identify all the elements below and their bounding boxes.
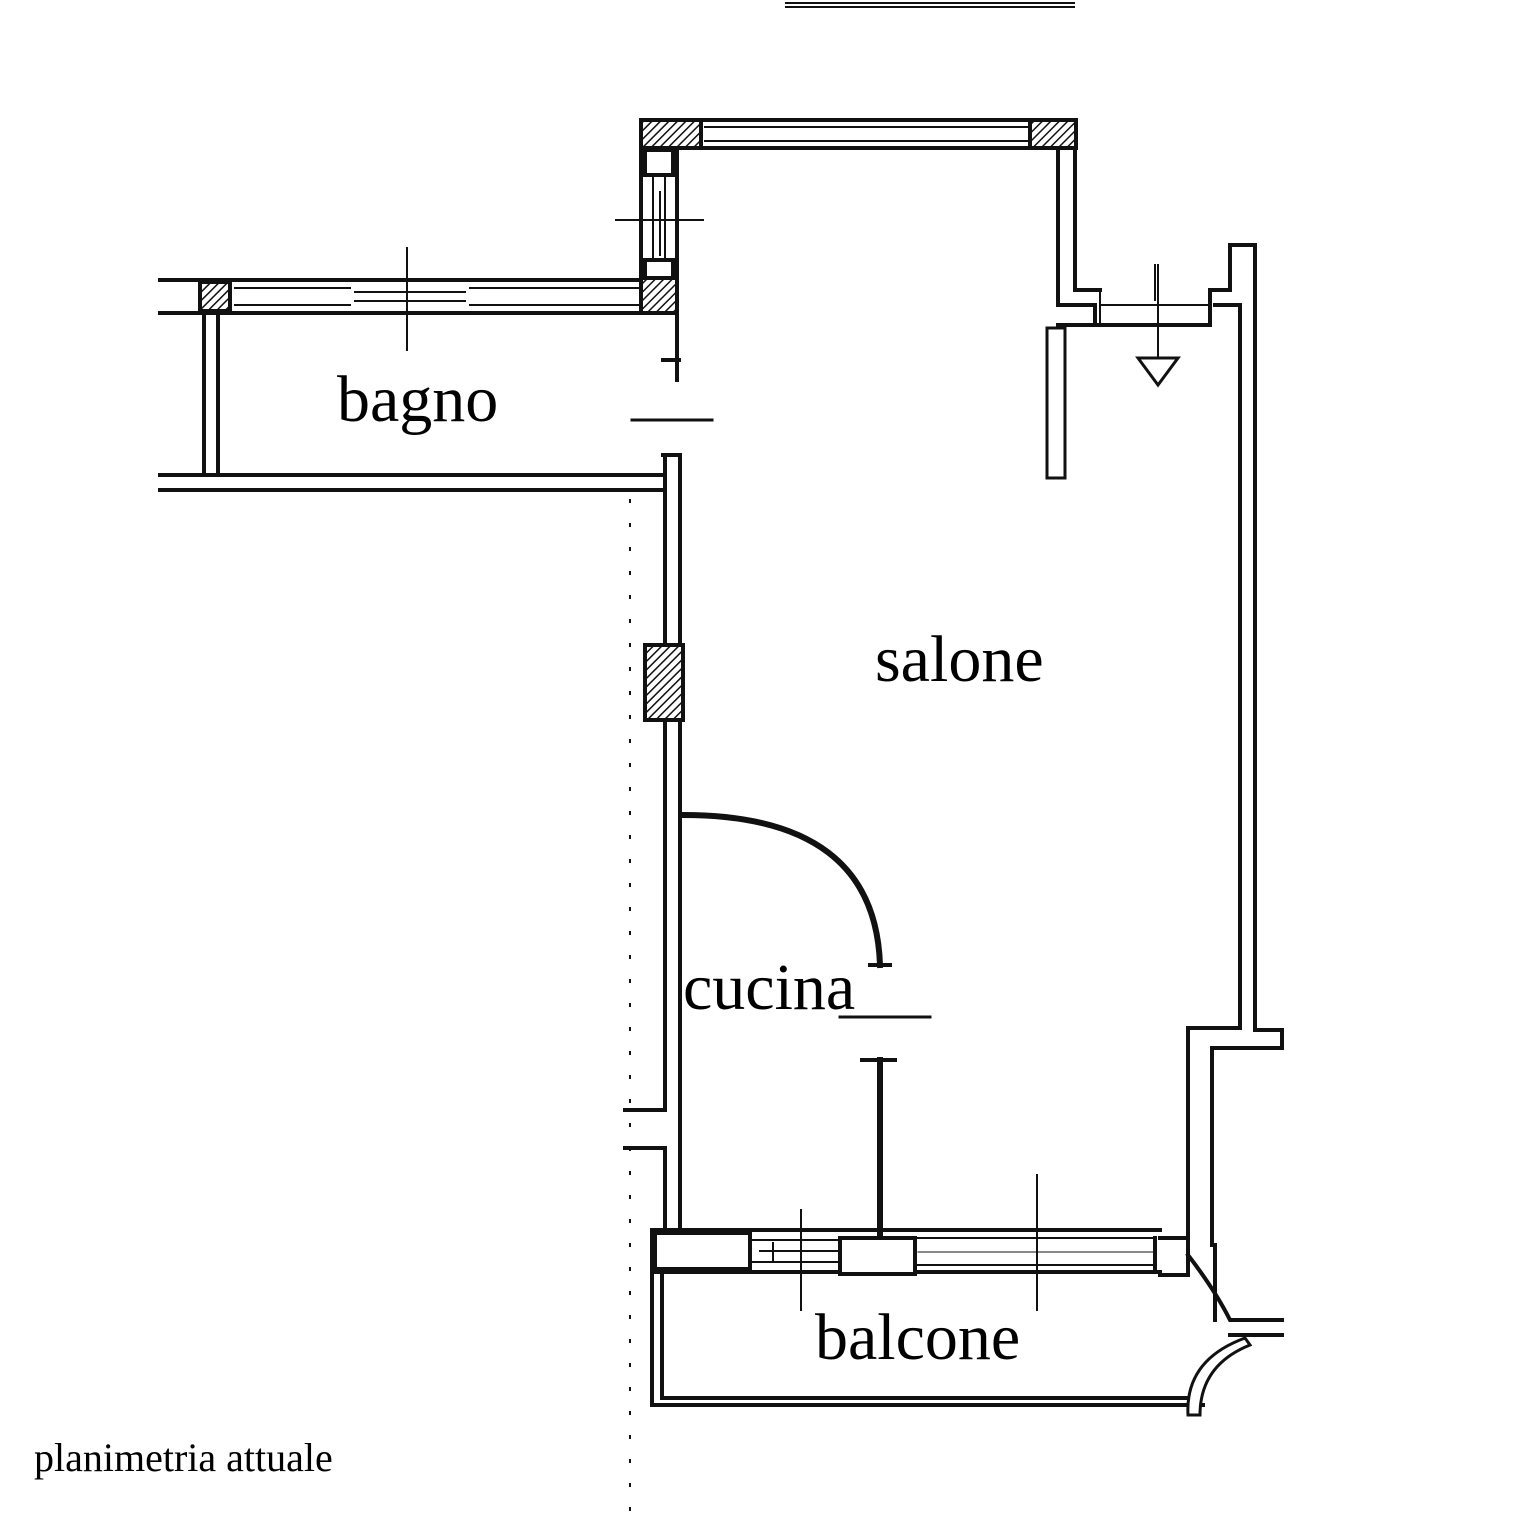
room-label-bagno: bagno	[337, 363, 499, 436]
room-label-balcone: balcone	[815, 1301, 1021, 1374]
entrance-arrow-icon	[1135, 264, 1181, 388]
plan-caption: planimetria attuale	[34, 1435, 333, 1480]
bagno-door	[630, 358, 714, 457]
bagno-walls	[158, 247, 667, 492]
north-wall	[639, 118, 1078, 150]
north-west-jamb	[615, 146, 704, 382]
cucina-door-swing	[679, 811, 932, 1238]
room-label-cucina: cucina	[683, 951, 856, 1024]
balcone-walls	[650, 1243, 1284, 1417]
east-wall	[1056, 146, 1284, 1247]
west-wall	[623, 453, 685, 1232]
top-scan-fragment	[785, 2, 1075, 8]
room-label-salone: salone	[875, 623, 1044, 696]
pillar-outline	[1045, 326, 1067, 480]
south-wall	[650, 1174, 1190, 1311]
